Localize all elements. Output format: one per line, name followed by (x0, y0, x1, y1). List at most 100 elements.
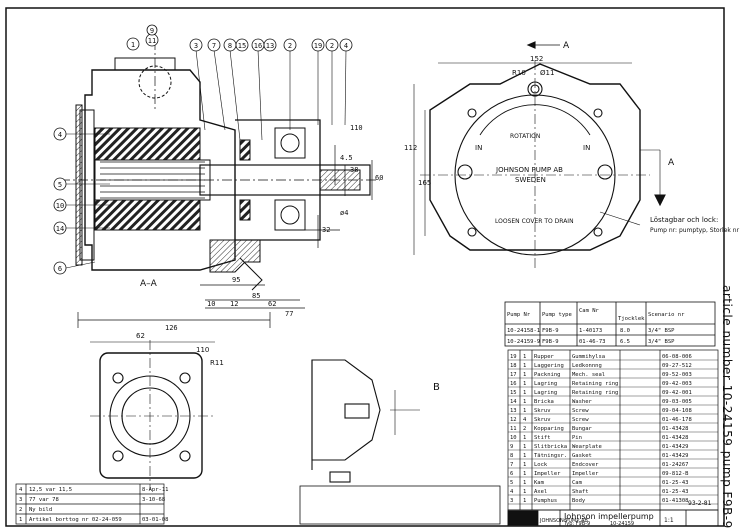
balloon-5: 5 (58, 181, 62, 189)
parts-cell: 4 (510, 489, 514, 495)
parts-cell: 18 (510, 363, 517, 369)
parts-cell: 09-812-B (662, 471, 689, 477)
svg-text:A: A (563, 41, 570, 51)
parts-cell: 16 (510, 381, 517, 387)
svg-text:6.5: 6.5 (620, 339, 630, 345)
parts-cell: Cam (572, 480, 583, 486)
svg-text:8-Apr-11: 8-Apr-11 (142, 487, 169, 493)
svg-text:12: 12 (230, 300, 238, 308)
svg-text:62: 62 (136, 332, 145, 340)
svg-text:IN: IN (583, 144, 590, 152)
balloon-15: 15 (238, 42, 246, 50)
plate-line-1: JOHNSON PUMP AB (495, 166, 563, 174)
parts-cell: Impeller (572, 471, 599, 477)
parts-cell: 01-46-178 (662, 417, 692, 423)
svg-text:4.5: 4.5 (340, 154, 353, 162)
parts-cell: Laggering (534, 363, 564, 369)
svg-text:77 var 78: 77 var 78 (29, 497, 59, 503)
balloon-10: 10 (56, 202, 64, 210)
title-block (299, 485, 719, 527)
balloon-group (53, 24, 353, 275)
drawing-title: Johnson impellerpump (563, 512, 654, 521)
side-profile-view (311, 359, 420, 483)
plate-line-2: SWEDEN (515, 176, 546, 184)
parts-cell: 09-27-512 (662, 363, 692, 369)
title-text: JOHNSON PUMP AB Johnson impellerpump Typ… (539, 500, 712, 527)
svg-text:10-24159-9: 10-24159-9 (507, 339, 540, 345)
svg-text:3/4" BSP: 3/4" BSP (648, 328, 675, 334)
parts-cell: 10 (510, 435, 517, 441)
balloon-13: 13 (266, 42, 274, 50)
balloon-2b: 2 (330, 42, 334, 50)
svg-text:Scenario nr: Scenario nr (648, 312, 685, 318)
balloon-numbers: 1 11 9 3 7 8 15 16 13 2 19 2 4 4 5 10 14… (56, 27, 348, 273)
parts-cell: 1 (523, 399, 526, 405)
parts-cell: Retaining ring (572, 390, 618, 396)
svg-text:F9B-9: F9B-9 (542, 339, 559, 345)
svg-text:10-24158-1: 10-24158-1 (507, 328, 540, 334)
svg-text:F9B-9: F9B-9 (542, 328, 559, 334)
parts-cell: 09-03-005 (662, 399, 692, 405)
svg-text:A: A (668, 158, 675, 168)
svg-text:Artikel borttog nr 02-24-059: Artikel borttog nr 02-24-059 (29, 517, 122, 523)
parts-cell: Pin (572, 435, 582, 441)
svg-text:1: 1 (19, 517, 22, 523)
svg-text:112: 112 (404, 144, 417, 152)
parts-cell: 15 (510, 390, 517, 396)
parts-cell: 14 (510, 399, 517, 405)
parts-cell: 09-04-108 (662, 408, 692, 414)
svg-text:2: 2 (19, 507, 22, 513)
parts-cell: Gummihylsa (572, 354, 605, 360)
parts-cell: 8 (510, 453, 513, 459)
svg-text:03-01-08: 03-01-08 (142, 517, 169, 523)
parts-cell: 13 (510, 408, 517, 414)
parts-cell: Lock (534, 462, 548, 468)
svg-text:85: 85 (252, 292, 260, 300)
parts-cell: Packning (534, 372, 561, 378)
svg-text:3-10-68: 3-10-68 (142, 497, 165, 503)
svg-text:95: 95 (232, 276, 240, 284)
parts-cell: 09-42-003 (662, 381, 692, 387)
parts-cell: 1 (523, 372, 526, 378)
svg-text:10-24159: 10-24159 (610, 521, 634, 527)
revision-block (15, 483, 165, 525)
svg-text:Cam Nr: Cam Nr (579, 308, 600, 314)
parts-cell: 1 (523, 453, 526, 459)
parts-cell: Screw (572, 417, 589, 423)
parts-cell: 1 (523, 444, 526, 450)
svg-text:110: 110 (196, 346, 209, 354)
svg-text:Ny bild: Ny bild (29, 507, 52, 513)
svg-text:93-2-81: 93-2-81 (688, 500, 712, 507)
svg-text:ROTATION: ROTATION (510, 133, 540, 140)
parts-cell: Rupper (534, 354, 555, 360)
parts-cell: Skruv (534, 417, 551, 423)
svg-text:IN: IN (475, 144, 482, 152)
balloon-3: 3 (194, 42, 198, 50)
svg-text:12,5 var 11,5: 12,5 var 11,5 (29, 487, 72, 493)
parts-cell: Tätningsr. (534, 453, 567, 459)
parts-cell: 1 (523, 381, 526, 387)
svg-text:LOOSEN COVER TO DRAIN: LOOSEN COVER TO DRAIN (495, 218, 574, 225)
parts-cell: 01-43429 (662, 444, 689, 450)
svg-text:ø4: ø4 (340, 209, 348, 217)
parts-cell: Impeller (534, 471, 561, 477)
pump-variant-table (504, 301, 716, 347)
parts-cell: 01-43428 (662, 426, 689, 432)
parts-cell: Retaining ring (572, 381, 618, 387)
parts-cell: Mech. seal (572, 372, 605, 378)
parts-cell: 1 (523, 480, 526, 486)
parts-cell: 09-42-001 (662, 390, 692, 396)
parts-cell: 01-24267 (662, 462, 689, 468)
parts-cell: 17 (510, 372, 517, 378)
svg-text:10: 10 (207, 300, 215, 308)
parts-cell: 19 (510, 354, 517, 360)
svg-text:Ø11: Ø11 (540, 69, 554, 77)
parts-cell: 9 (510, 444, 513, 450)
parts-cell: Slitbricka (534, 444, 567, 450)
section-view (60, 40, 380, 328)
parts-cell: Shaft (572, 489, 589, 495)
balloon-16: 16 (254, 42, 262, 50)
svg-text:Tjocklek: Tjocklek (618, 316, 645, 322)
balloon-2a: 2 (288, 42, 292, 50)
